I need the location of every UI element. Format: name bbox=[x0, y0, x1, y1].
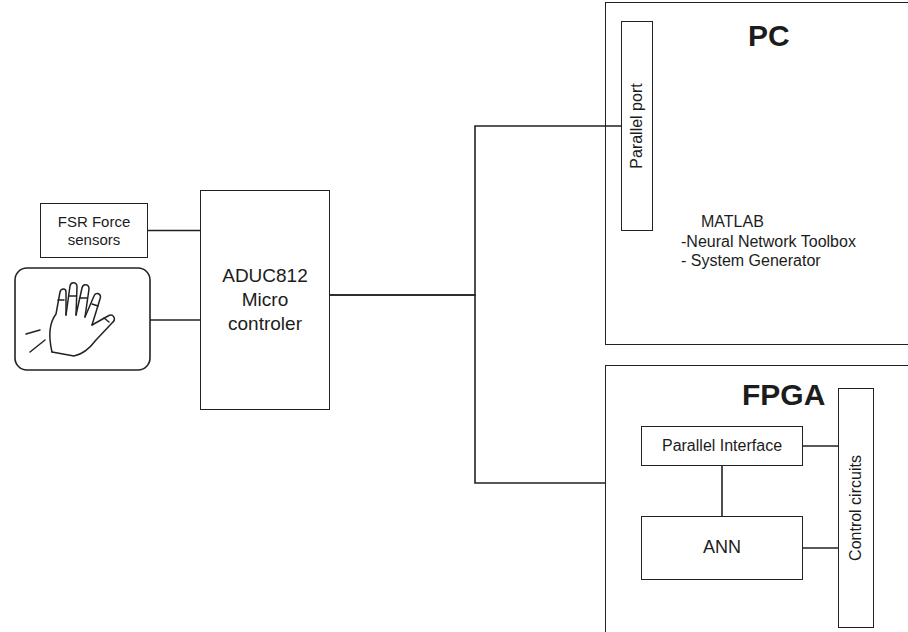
sensor-box: FSR Force sensors bbox=[40, 203, 148, 258]
glove-cables bbox=[26, 330, 45, 352]
hand-outline bbox=[50, 289, 66, 352]
glove-wire bbox=[150, 319, 200, 321]
bus-line bbox=[803, 446, 838, 447]
block-note: MATLAB bbox=[701, 213, 764, 231]
block-note: -Neural Network Toolbox bbox=[681, 233, 856, 251]
bus-line bbox=[803, 548, 838, 549]
box-label: ANN bbox=[647, 537, 797, 559]
text-holder: FSR Force sensors bbox=[41, 204, 147, 257]
text-holder: Parallel Interface bbox=[642, 427, 802, 465]
control-box: Control circuits bbox=[838, 388, 874, 628]
fpga-box: FPGA Parallel InterfaceANN Control circuit… bbox=[605, 365, 908, 632]
bus-line bbox=[330, 295, 605, 483]
text-holder: ANN bbox=[642, 517, 802, 579]
box-label: Parallel Interface bbox=[647, 436, 797, 455]
bus-line bbox=[330, 126, 621, 295]
bus-line bbox=[148, 230, 200, 231]
glove-frame bbox=[15, 268, 150, 370]
hand-drawing bbox=[26, 283, 114, 356]
glove-sensors bbox=[58, 296, 109, 322]
box-label: ADUC812 Micro controler bbox=[206, 264, 324, 335]
text-holder: ADUC812 Micro controler bbox=[201, 191, 329, 409]
pc-box: PC MATLAB -Neural Network Toolbox- System … bbox=[605, 2, 908, 345]
block-title: PC bbox=[748, 19, 790, 53]
vertical-label: Parallel port bbox=[628, 83, 646, 168]
vertical-label: Control circuits bbox=[847, 455, 865, 561]
ann-box: ANN bbox=[641, 516, 803, 580]
hand-finger bbox=[66, 283, 77, 315]
block-note: - System Generator bbox=[681, 252, 821, 270]
hand-thumb bbox=[52, 315, 114, 356]
block-title: FPGA bbox=[742, 378, 825, 412]
interface-box: Parallel Interface bbox=[641, 426, 803, 466]
box-label: FSR Force sensors bbox=[46, 213, 142, 249]
microcontroller-box: ADUC812 Micro controler bbox=[200, 190, 330, 410]
port-box: Parallel port bbox=[621, 21, 653, 231]
bus-line bbox=[722, 466, 723, 516]
